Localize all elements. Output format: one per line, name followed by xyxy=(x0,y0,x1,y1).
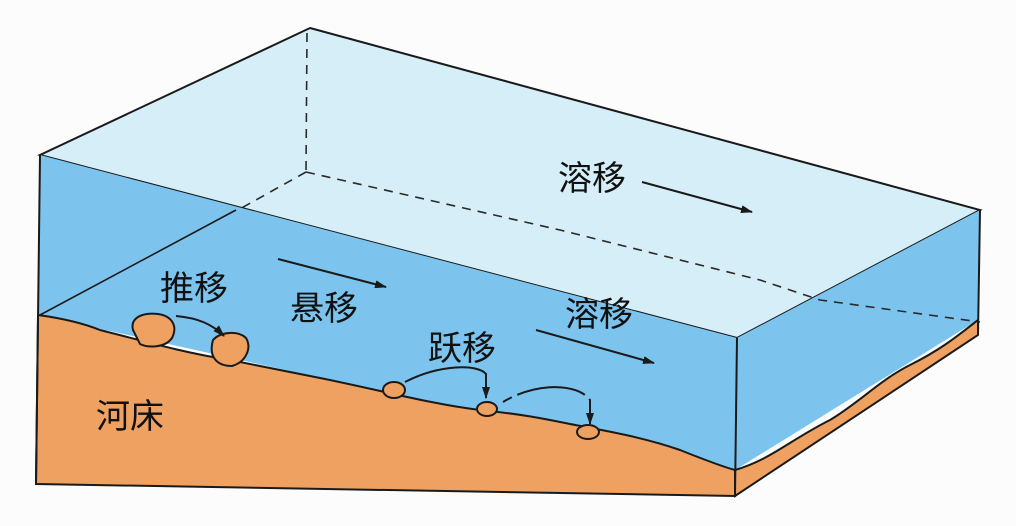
label-saltation: 跃移 xyxy=(428,329,496,369)
dissolved-arrow-mid xyxy=(535,329,655,364)
label-dissolved-top: 溶移 xyxy=(558,159,626,199)
water-side-face xyxy=(735,210,980,470)
hidden-edges xyxy=(237,32,981,323)
suspension-arrow xyxy=(277,258,387,289)
saltation-arrow-2 xyxy=(502,386,594,425)
saltation-arrow-1 xyxy=(404,366,490,399)
pebbles xyxy=(131,312,600,440)
dissolved-arrow-top xyxy=(641,181,753,213)
water-front-face xyxy=(38,155,737,470)
riverbed-front xyxy=(34,313,736,498)
label-suspension: 悬移 xyxy=(290,289,358,329)
label-riverbed: 河床 xyxy=(96,397,164,437)
traction-arrow xyxy=(175,315,225,337)
label-traction: 推移 xyxy=(160,269,228,309)
label-dissolved-mid: 溶移 xyxy=(565,295,633,335)
riverbed-side xyxy=(734,317,979,498)
